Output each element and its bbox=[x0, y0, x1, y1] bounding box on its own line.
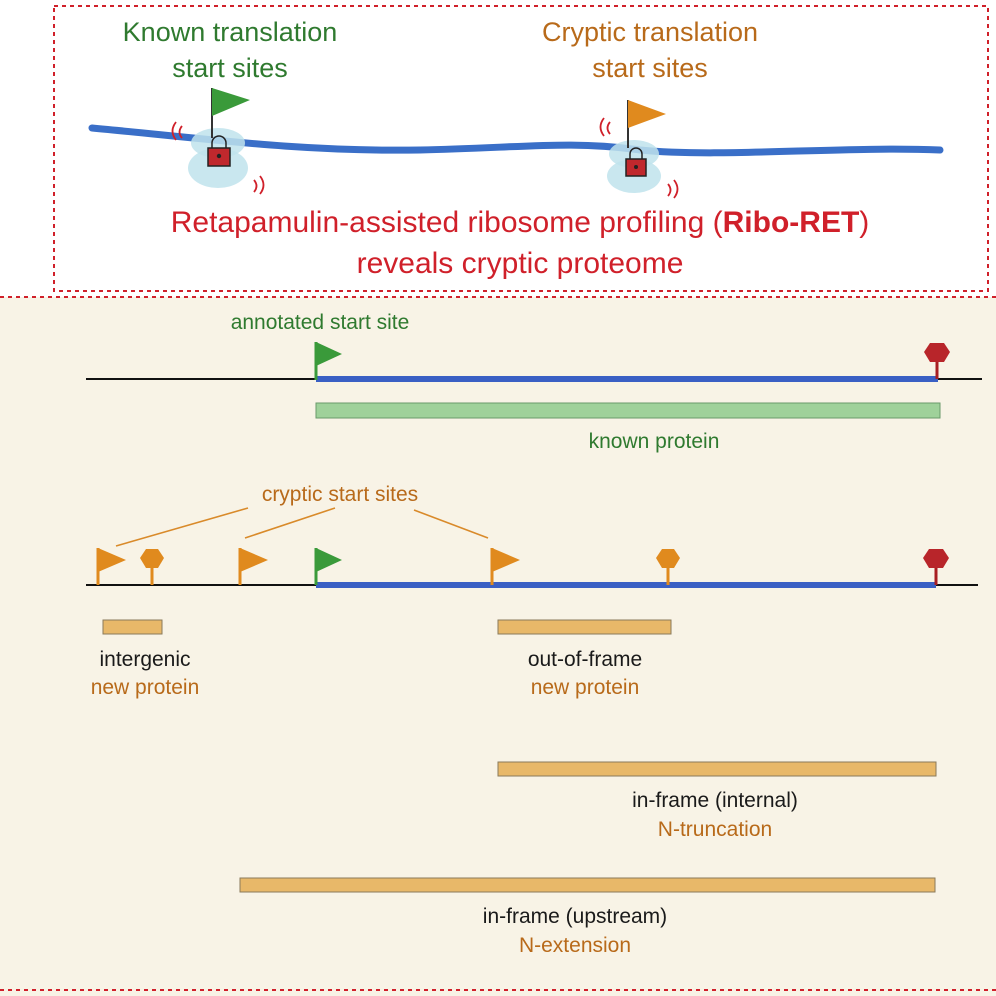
out-of-frame-protein-bar bbox=[497, 619, 672, 635]
n-truncation-label-line2: N-truncation bbox=[657, 818, 773, 841]
n-extension-label-line2: N-extension bbox=[518, 934, 632, 957]
known-start-label: Known translation start sites bbox=[100, 14, 360, 86]
n-extension-protein-bar bbox=[239, 877, 936, 893]
n-extension-label: in-frame (upstream) N-extension bbox=[430, 902, 720, 960]
cryptic-start-label-line2: start sites bbox=[592, 53, 708, 83]
cryptic-connector-lines bbox=[115, 507, 489, 547]
n-truncation-protein-bar bbox=[497, 761, 937, 777]
flag-icon-green-2 bbox=[314, 548, 342, 585]
annotated-start-label: annotated start site bbox=[230, 311, 410, 334]
intergenic-label-line1: intergenic bbox=[99, 648, 191, 671]
cryptic-start-label-line1: Cryptic translation bbox=[541, 17, 759, 47]
n-truncation-label-line1: in-frame (internal) bbox=[632, 789, 798, 812]
headline-prefix: Retapamulin-assisted ribosome profiling … bbox=[170, 206, 723, 239]
flag-icon-orange-1 bbox=[96, 548, 126, 585]
cryptic-start-label: Cryptic translation start sites bbox=[515, 14, 785, 86]
flag-icon-orange-top bbox=[627, 100, 666, 148]
intergenic-protein-bar bbox=[102, 619, 163, 635]
flag-icon-green-top bbox=[211, 88, 250, 138]
top-box-border bbox=[53, 5, 989, 292]
intergenic-label: intergenic new protein bbox=[50, 646, 240, 702]
known-protein-bar bbox=[315, 402, 941, 419]
cryptic-start-sites-label: cryptic start sites bbox=[261, 483, 419, 506]
stop-sign-icon-orange-1 bbox=[140, 549, 164, 585]
out-of-frame-label: out-of-frame new protein bbox=[470, 646, 700, 702]
known-start-label-line2: start sites bbox=[172, 53, 288, 83]
n-truncation-label: in-frame (internal) N-truncation bbox=[585, 786, 845, 844]
ribosome-cryptic bbox=[599, 117, 679, 199]
known-protein-label: known protein bbox=[588, 430, 720, 453]
n-extension-label-line1: in-frame (upstream) bbox=[482, 905, 668, 928]
flag-icon-orange-3 bbox=[490, 548, 520, 585]
stop-sign-icon-red-2 bbox=[923, 549, 949, 585]
stop-sign-icon-red-1 bbox=[924, 343, 950, 379]
flag-icon-annotated bbox=[314, 342, 342, 380]
known-start-label-line1: Known translation bbox=[122, 17, 338, 47]
headline-bold: Ribo-RET bbox=[722, 206, 860, 239]
headline: Retapamulin-assisted ribosome profiling … bbox=[60, 204, 980, 242]
out-of-frame-label-line2: new protein bbox=[530, 676, 640, 699]
out-of-frame-label-line1: out-of-frame bbox=[527, 648, 643, 671]
stop-sign-icon-orange-2 bbox=[656, 549, 680, 585]
intergenic-label-line2: new protein bbox=[90, 676, 200, 699]
ribosome-known bbox=[171, 121, 265, 195]
flag-icon-orange-2 bbox=[238, 548, 268, 585]
headline-suffix: ) bbox=[859, 206, 870, 239]
subheadline: reveals cryptic proteome bbox=[356, 247, 684, 280]
